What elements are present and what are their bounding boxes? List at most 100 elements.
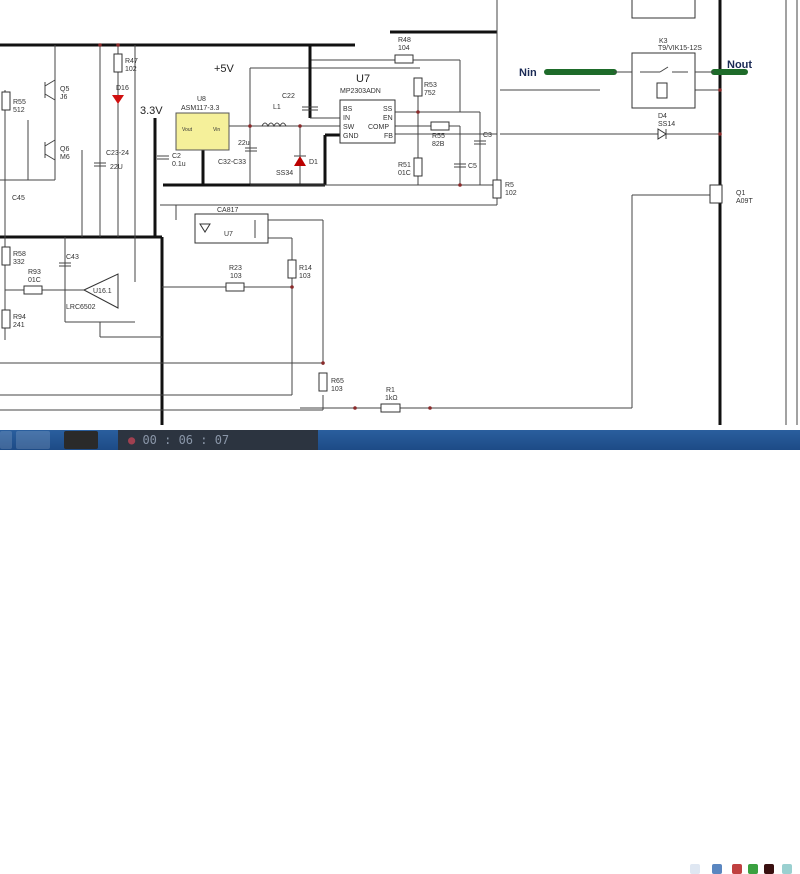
net-label-3v3: 3.3V	[140, 105, 163, 117]
tray-refresh-icon[interactable]	[748, 864, 758, 874]
u8-ref: U8	[197, 96, 206, 103]
tray-app-icon[interactable]	[712, 864, 722, 874]
d1-value: SS34	[276, 170, 293, 177]
q5-value: J6	[60, 94, 68, 101]
c43-ref: C43	[66, 254, 79, 261]
r93-ref: R93	[28, 269, 41, 276]
r58-ref: R58	[13, 251, 26, 258]
u7-pin-fb: FB	[384, 133, 393, 140]
q6-value: M6	[60, 154, 70, 161]
led-d16[interactable]: D16	[112, 85, 129, 104]
capacitor-c2[interactable]: C2 0.1u	[157, 153, 186, 168]
q1-value: A09T	[736, 198, 753, 205]
resistor-r1[interactable]: R1 1kΩ	[380, 387, 401, 413]
net-label-nin: Nin	[519, 67, 537, 79]
r51-value: 01C	[398, 170, 411, 177]
q6-ref: Q6	[60, 146, 69, 153]
u7-pin-en: EN	[383, 115, 393, 122]
c5-ref: C5	[468, 163, 477, 170]
mosfet-q1[interactable]: Q1 A09T	[709, 184, 753, 205]
c32-value: 22u	[238, 140, 250, 147]
diode-d1[interactable]: D1 SS34	[276, 155, 318, 177]
r47-ref: R47	[125, 58, 138, 65]
resistor-r51[interactable]: R51 01C	[398, 157, 423, 177]
resistor-r53[interactable]: R53 752	[413, 77, 437, 97]
resistor-r94[interactable]: R94 241	[1, 309, 26, 329]
u16-ref: U16.1	[93, 288, 112, 295]
c23-ref: C23-24	[106, 150, 129, 157]
taskbar-app-1[interactable]	[0, 431, 12, 449]
r55-value: 512	[13, 107, 25, 114]
d4-value: SS14	[658, 121, 675, 128]
resistor-r93[interactable]: R93 01C	[23, 269, 43, 295]
recorder-timer: 00 : 06 : 07	[142, 433, 230, 447]
net-label-5v: +5V	[214, 63, 235, 75]
r14-value: 103	[299, 273, 311, 280]
inductor-l1[interactable]: L1	[261, 104, 287, 128]
resistor-r58[interactable]: R58 332	[1, 246, 26, 266]
ldo-u8[interactable]: U8 ASM117-3.3 Vout Vin	[175, 96, 230, 151]
wires	[0, 0, 798, 425]
r55b-ref: R55	[432, 133, 445, 140]
tray-network-icon[interactable]	[732, 864, 742, 874]
r65-ref: R65	[331, 378, 344, 385]
resistor-r14[interactable]: R14 103	[287, 259, 312, 280]
r1-value: 1kΩ	[385, 395, 398, 402]
r65-value: 103	[331, 386, 343, 393]
u8-value: ASM117-3.3	[181, 105, 219, 112]
u7-pin-in: IN	[343, 115, 350, 122]
capacitor-c22[interactable]: C22	[282, 93, 318, 111]
u7-pin-sw: SW	[343, 124, 355, 131]
r53-value: 752	[424, 90, 436, 97]
u8-pin-vout: Vout	[182, 127, 193, 133]
u7-ref: U7	[356, 73, 370, 85]
r5-ref: R5	[505, 182, 514, 189]
r94-ref: R94	[13, 314, 26, 321]
taskbar-app-3[interactable]	[64, 431, 98, 449]
resistor-r48[interactable]: R48 104	[394, 37, 414, 64]
c2-value: 0.1u	[172, 161, 186, 168]
net-label-nout: Nout	[727, 59, 752, 71]
tray-shield-icon[interactable]	[690, 864, 700, 874]
q1-ref: Q1	[736, 190, 745, 197]
u8-pin-vin: Vin	[213, 127, 220, 133]
capacitor-c43[interactable]: C43	[59, 254, 79, 267]
capacitor-c32-c33[interactable]: 22u C32-C33	[218, 140, 257, 166]
diode-d4[interactable]: D4 SS14	[657, 113, 675, 140]
resistor-r65[interactable]: R65 103	[318, 372, 344, 393]
screen-recorder-bar[interactable]: ● 00 : 06 : 07	[118, 430, 318, 450]
taskbar-app-2[interactable]	[16, 431, 50, 449]
d4-ref: D4	[658, 113, 667, 120]
u7-value: MP2303ADN	[340, 88, 381, 95]
resistor-r55-82b[interactable]: R55 82B	[430, 121, 450, 148]
resistor-r47[interactable]: R47 102	[113, 53, 138, 73]
resistor-r55[interactable]: R55 512	[1, 91, 26, 114]
u7-pin-comp: COMP	[368, 124, 389, 131]
transistor-q6[interactable]: Q6 M6	[44, 139, 70, 161]
opamp-u16[interactable]: U16.1 LRC6502	[66, 273, 119, 311]
r53-ref: R53	[424, 82, 437, 89]
ic-u7[interactable]: U7 MP2303ADN BS IN SW GND SS EN COMP FB	[339, 73, 396, 144]
resistor-r5[interactable]: R5 102	[492, 179, 517, 199]
resistor-r23[interactable]: R23 103	[225, 265, 245, 292]
r55b-value: 82B	[432, 141, 445, 148]
capacitor-c3[interactable]: C3	[474, 132, 492, 145]
c32-ref: C32-C33	[218, 159, 246, 166]
u7-pin-gnd: GND	[343, 133, 359, 140]
tray-record-icon[interactable]	[764, 864, 774, 874]
tray-volume-icon[interactable]	[782, 864, 792, 874]
r58-value: 332	[13, 259, 25, 266]
capacitor-c23-24[interactable]: C23-24 22U	[94, 150, 129, 171]
r48-ref: R48	[398, 37, 411, 44]
r93-value: 01C	[28, 277, 41, 284]
record-icon[interactable]: ●	[128, 433, 143, 447]
transistor-q5[interactable]: Q5 J6	[44, 79, 69, 101]
c3-ref: C3	[483, 132, 492, 139]
r23-ref: R23	[229, 265, 242, 272]
relay-k3[interactable]: K3 T9/VIK15-12S	[614, 38, 714, 109]
c22-ref: C22	[282, 93, 295, 100]
optocoupler[interactable]: CA817 U7	[194, 207, 269, 244]
u7-pin-ss: SS	[383, 106, 393, 113]
junction-dots	[98, 43, 722, 410]
capacitor-c5[interactable]: C5	[454, 163, 477, 170]
